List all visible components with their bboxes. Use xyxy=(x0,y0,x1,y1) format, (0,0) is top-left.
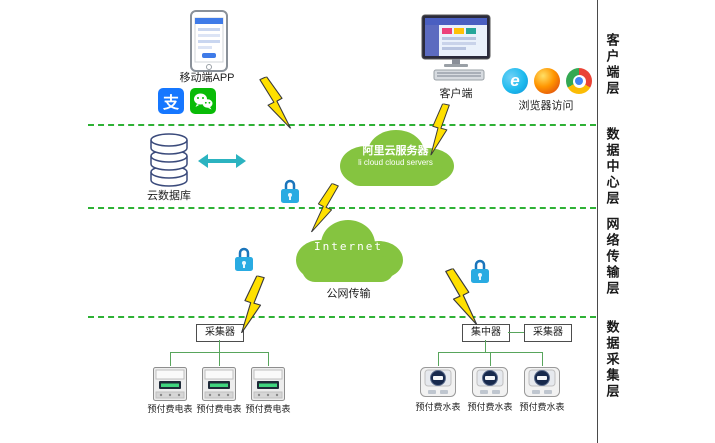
internet-cloud: Internet xyxy=(286,216,411,286)
layer-label-datacenter: 数据中心层 xyxy=(604,127,620,207)
internet-label: Internet xyxy=(314,240,383,253)
ali-cloud-subtitle: li cloud cloud servers xyxy=(358,158,433,167)
ie-glyph: e xyxy=(510,71,520,90)
alipay-glyph: 支 xyxy=(162,95,179,112)
electric-meter-label: 预付费电表 xyxy=(196,404,242,414)
connector-line xyxy=(219,340,220,352)
client-computer-icon xyxy=(420,14,492,89)
lock-icon-network-right xyxy=(470,258,490,290)
collector-right-box: 采集器 xyxy=(524,324,572,342)
lightning-phone-to-cloud xyxy=(253,74,294,131)
ie-browser-icon: e xyxy=(502,68,528,94)
cloud-database-icon xyxy=(148,132,190,193)
double-arrow-icon xyxy=(198,152,246,175)
water-meter-icon xyxy=(471,366,509,403)
wechat-icon xyxy=(190,88,216,119)
layer-label-collection: 数据采集层 xyxy=(604,320,620,400)
connector-line xyxy=(170,352,171,366)
layer-separator-3 xyxy=(88,316,596,318)
chrome-inner-ring xyxy=(572,74,586,88)
lightning-client-to-cloud xyxy=(421,102,460,156)
lightning-internet-to-concentrator xyxy=(438,267,482,328)
water-meter-label: 预付费水表 xyxy=(467,402,513,412)
layer-separator-1 xyxy=(88,124,596,126)
public-network-label: 公网传输 xyxy=(326,288,371,300)
browser-access-label: 浏览器访问 xyxy=(518,100,574,112)
lock-icon-network-left xyxy=(234,246,254,278)
lightning-alicloud-to-internet xyxy=(310,182,341,234)
connector-line xyxy=(219,352,220,366)
water-meter-icon xyxy=(523,366,561,403)
cloud-database-label: 云数据库 xyxy=(147,190,191,202)
mobile-phone-icon xyxy=(190,10,228,77)
right-rail-line xyxy=(597,0,598,443)
electric-meter-label: 预付费电表 xyxy=(245,404,291,414)
water-meter-label: 预付费水表 xyxy=(519,402,565,412)
water-meter-label: 预付费水表 xyxy=(415,402,461,412)
connector-line xyxy=(508,332,524,333)
electric-meter-icon xyxy=(152,366,188,407)
lightning-internet-to-collector xyxy=(232,275,276,334)
concentrator-box: 集中器 xyxy=(462,324,510,342)
client-label: 客户端 xyxy=(439,88,473,100)
connector-line xyxy=(485,340,486,352)
ali-cloud-server: 阿里云服务器 li cloud cloud servers xyxy=(328,126,463,190)
connector-line xyxy=(438,352,439,366)
layer-label-client: 客户端层 xyxy=(604,33,620,97)
collector-left-box: 采集器 xyxy=(196,324,244,342)
electric-meter-icon xyxy=(201,366,237,407)
chrome-browser-icon xyxy=(566,68,592,94)
mobile-app-label: 移动端APP xyxy=(179,72,235,84)
layer-label-network: 网络传输层 xyxy=(604,217,620,297)
connector-line xyxy=(542,352,543,366)
connector-line xyxy=(490,352,491,366)
lock-icon-datacenter xyxy=(280,178,300,210)
ali-cloud-title: 阿里云服务器 xyxy=(362,145,429,157)
electric-meter-label: 预付费电表 xyxy=(147,404,193,414)
firefox-browser-icon xyxy=(534,68,560,94)
water-meter-icon xyxy=(419,366,457,403)
chrome-core xyxy=(575,77,583,85)
electric-meter-icon xyxy=(250,366,286,407)
alipay-icon: 支 xyxy=(158,88,184,114)
connector-line xyxy=(268,352,269,366)
layer-separator-2 xyxy=(88,207,596,209)
